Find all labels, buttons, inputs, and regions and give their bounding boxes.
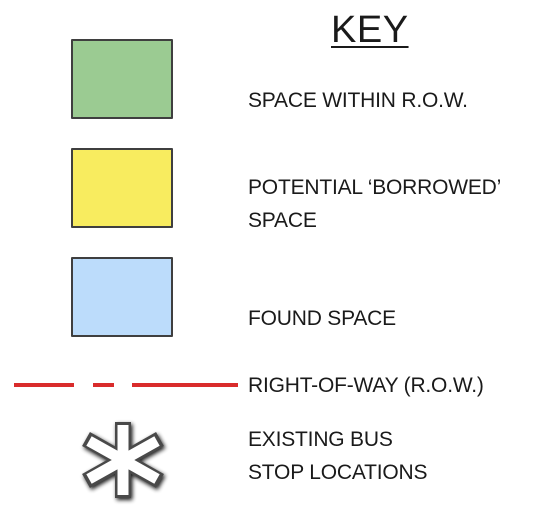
blue-swatch (71, 257, 173, 337)
right-of-way-line-icon (14, 383, 238, 387)
right-of-way-label: RIGHT-OF-WAY (R.O.W.) (248, 374, 484, 397)
green-swatch (71, 39, 173, 119)
yellow-swatch (71, 148, 173, 228)
space-within-row-label: SPACE WITHIN R.O.W. (248, 89, 468, 112)
borrowed-space-label-line-1: POTENTIAL ‘BORROWED’ (248, 176, 502, 199)
bus-stop-label: EXISTING BUS STOP LOCATIONS (248, 423, 427, 489)
bus-stop-label-line-2: STOP LOCATIONS (248, 461, 428, 484)
borrowed-space-label: POTENTIAL ‘BORROWED’ SPACE (248, 171, 501, 237)
borrowed-space-label-line-2: SPACE (248, 209, 317, 232)
bus-stop-asterisk-icon (82, 422, 164, 498)
bus-stop-label-line-1: EXISTING BUS (248, 428, 393, 451)
found-space-label: FOUND SPACE (248, 307, 396, 330)
key-title: KEY (331, 9, 409, 51)
